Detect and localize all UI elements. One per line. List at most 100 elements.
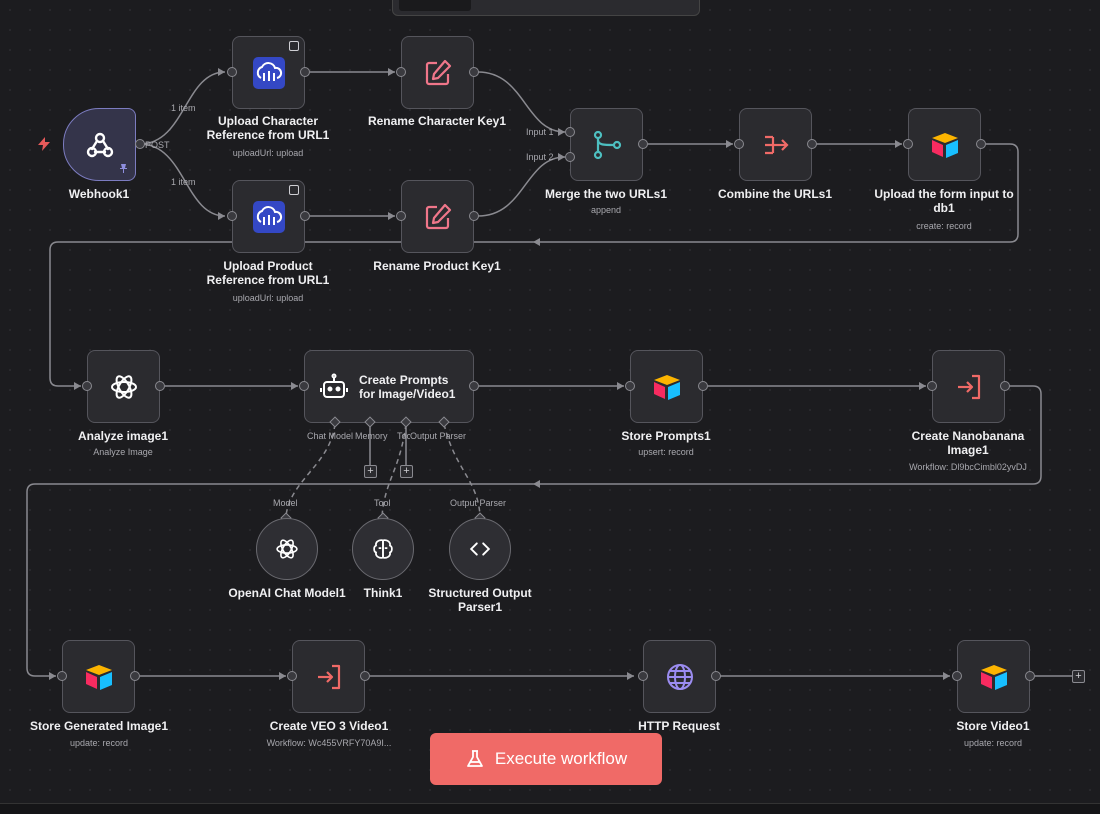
upload-prod-title: Upload Product Reference from URL1 <box>206 259 330 287</box>
edit-icon <box>425 59 451 85</box>
http-output-port[interactable] <box>711 671 721 681</box>
agent-input-port[interactable] <box>299 381 309 391</box>
subworkflow-icon <box>317 664 340 689</box>
upload-prod-node[interactable] <box>232 180 305 253</box>
think-title: Think1 <box>363 586 403 600</box>
combine-input-port[interactable] <box>734 139 744 149</box>
refresh-corner-icon[interactable] <box>289 185 299 195</box>
store-video-input-port[interactable] <box>952 671 962 681</box>
upload-form-title: Upload the form input to db1 <box>874 187 1014 215</box>
merge-input2-label: Input 2 <box>526 152 554 162</box>
store-prompts-title: Store Prompts1 <box>621 429 711 443</box>
wire-webhook-upload-char <box>139 71 226 145</box>
add-next-node-button[interactable]: + <box>1072 670 1085 683</box>
store-video-output-port[interactable] <box>1025 671 1035 681</box>
veo-sub: Workflow: Wc455VRFY70A9I... <box>266 738 392 748</box>
veo-output-port[interactable] <box>360 671 370 681</box>
merge-sub: append <box>590 205 622 215</box>
agent-output-port[interactable] <box>469 381 479 391</box>
wire-arrows <box>49 68 950 680</box>
upload-char-input-port[interactable] <box>227 67 237 77</box>
execute-workflow-label: Execute workflow <box>494 749 628 768</box>
rename-prod-input-port[interactable] <box>396 211 406 221</box>
agent-title: Create Prompts for Image/Video1 <box>359 372 456 401</box>
top-toolbar[interactable] <box>392 0 700 16</box>
brain-icon <box>373 539 393 559</box>
cloudinary-icon <box>252 56 285 89</box>
store-video-node[interactable] <box>957 640 1030 713</box>
nanobanana-node[interactable] <box>932 350 1005 423</box>
store-prompts-node[interactable] <box>630 350 703 423</box>
sub-node-wires <box>285 423 481 517</box>
rename-char-output-port[interactable] <box>469 67 479 77</box>
post-label: POST <box>145 140 170 150</box>
add-tool-button[interactable]: + <box>400 465 413 478</box>
store-prompts-output-port[interactable] <box>698 381 708 391</box>
veo-input-port[interactable] <box>287 671 297 681</box>
upload-char-title: Upload Character Reference from URL1 <box>206 114 330 142</box>
upload-char-sub: uploadUrl: upload <box>232 148 304 158</box>
item-count-bottom: 1 item <box>171 177 196 187</box>
http-node[interactable] <box>643 640 716 713</box>
parser-node[interactable] <box>449 518 511 580</box>
rename-prod-node[interactable] <box>401 180 474 253</box>
flask-icon <box>466 750 483 767</box>
pin-icon <box>120 164 127 173</box>
openai-chat-node[interactable] <box>256 518 318 580</box>
airtable-icon <box>85 664 112 690</box>
store-prompts-input-port[interactable] <box>625 381 635 391</box>
merge-node[interactable] <box>570 108 643 181</box>
veo-node[interactable] <box>292 640 365 713</box>
rename-char-node[interactable] <box>401 36 474 109</box>
analyze-title: Analyze image1 <box>77 429 169 443</box>
code-icon <box>469 542 491 556</box>
rename-char-title: Rename Character Key1 <box>367 114 507 128</box>
upload-form-input-port[interactable] <box>903 139 913 149</box>
analyze-input-port[interactable] <box>82 381 92 391</box>
rename-prod-output-port[interactable] <box>469 211 479 221</box>
wire-rename-char-merge <box>477 71 566 133</box>
combine-node[interactable] <box>739 108 812 181</box>
store-gen-image-sub: update: record <box>69 738 129 748</box>
parser-title: Structured Output Parser1 <box>428 586 532 614</box>
http-input-port[interactable] <box>638 671 648 681</box>
add-memory-button[interactable]: + <box>364 465 377 478</box>
think-node[interactable] <box>352 518 414 580</box>
merge-input1-port[interactable] <box>565 127 575 137</box>
refresh-corner-icon[interactable] <box>289 41 299 51</box>
nanobanana-input-port[interactable] <box>927 381 937 391</box>
upload-form-node[interactable] <box>908 108 981 181</box>
chat-model-label: Chat Model <box>307 431 354 441</box>
parser-port-label: Output Parser <box>450 498 507 508</box>
openai-chat-port-label: Model <box>273 498 298 508</box>
upload-prod-input-port[interactable] <box>227 211 237 221</box>
analyze-output-port[interactable] <box>155 381 165 391</box>
upload-prod-output-port[interactable] <box>300 211 310 221</box>
store-gen-image-node[interactable] <box>62 640 135 713</box>
merge-input2-port[interactable] <box>565 152 575 162</box>
openai-icon <box>110 374 137 399</box>
veo-title: Create VEO 3 Video1 <box>269 719 389 733</box>
upload-char-node[interactable] <box>232 36 305 109</box>
nanobanana-output-port[interactable] <box>1000 381 1010 391</box>
output-parser-label: Output Parser <box>410 431 467 441</box>
merge-output-port[interactable] <box>638 139 648 149</box>
rename-char-input-port[interactable] <box>396 67 406 77</box>
store-gen-image-output-port[interactable] <box>130 671 140 681</box>
toolbar-tab[interactable] <box>399 0 471 11</box>
aggregate-icon <box>764 135 789 154</box>
analyze-sub: Analyze Image <box>93 447 153 457</box>
agent-node[interactable]: Create Prompts for Image/Video1 <box>304 350 474 423</box>
store-gen-image-title: Store Generated Image1 <box>29 719 169 733</box>
webhook-title: Webhook1 <box>68 187 130 201</box>
think-port-label: Tool <box>374 498 391 508</box>
analyze-node[interactable] <box>87 350 160 423</box>
store-gen-image-input-port[interactable] <box>57 671 67 681</box>
upload-char-output-port[interactable] <box>300 67 310 77</box>
upload-form-output-port[interactable] <box>976 139 986 149</box>
webhook-output-port[interactable] <box>135 139 145 149</box>
combine-output-port[interactable] <box>807 139 817 149</box>
execute-workflow-button[interactable]: Execute workflow <box>430 733 662 785</box>
merge-input1-label: Input 1 <box>526 127 554 137</box>
